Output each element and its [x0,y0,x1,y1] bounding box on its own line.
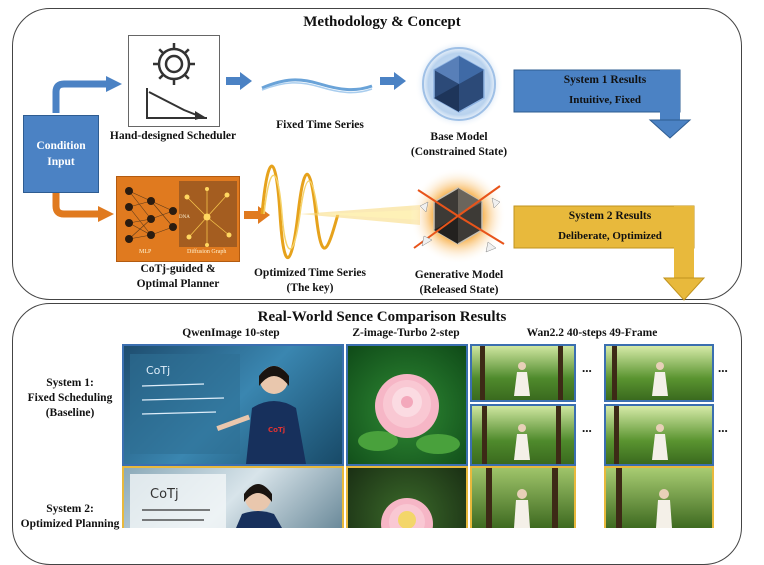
optimized-series-label: Optimized Time Series (The key) [253,267,366,294]
row1-wan-frame3 [604,344,714,402]
row1-shirt-text: CoTj [268,426,285,434]
condition-input-label: Condition Input [36,140,86,168]
row1-board-text: CoTj [146,364,170,377]
row1-ellipsis-2: ... [582,420,592,435]
system1-results-title: System 1 Results [563,74,647,86]
row2-qwenimage-photo: CoTj [122,466,344,528]
planner-inner-mlp: MLP [139,249,152,255]
arrow-to-fixed-series [226,72,252,90]
arrow-to-base-model [380,72,406,90]
condition-connectors [52,69,706,301]
col-qwenimage-header: QwenImage 10-step [182,327,280,339]
row1-ellipsis-1: ... [582,360,592,375]
base-model-crystal-icon [415,40,503,128]
system2-arrow [513,205,706,301]
row1-ellipsis-3: ... [718,360,728,375]
methodology-title: Methodology & Concept [303,14,461,30]
row-system2-label: System 2: Optimized Planning [20,503,120,530]
gear-decay-icon [146,43,207,120]
system1-arrow [513,69,692,139]
generative-model-burst-icon [410,168,506,264]
row1-ellipsis-4: ... [718,420,728,435]
row2-board-text: CoTj [150,487,179,502]
system2-results-title: System 2 Results [568,210,652,222]
fixed-series-wave [261,78,373,92]
row2-wan-frame2 [604,466,714,528]
peony-icon [358,374,460,454]
base-model-label: Base Model (Constrained State) [410,131,508,158]
scheduler-box [128,35,220,127]
optimized-series-wave [260,164,420,259]
gen-model-label: Generative Model (Released State) [414,269,504,296]
row1-zimage-photo [346,344,468,466]
planner-label: CoTj-guided & Optimal Planner [136,263,220,290]
row1-wan-frame4 [604,404,714,466]
planner-box: MLP Diffusion Graph DNA [116,176,240,262]
row1-wan-frame1 [470,344,576,402]
col-zimage-header: Z-image-Turbo 2-step [352,327,460,339]
planner-inner-dna: DNA [179,215,190,220]
condition-input-box: Condition Input [23,115,99,193]
arrow-to-scheduler [106,76,122,92]
scheduler-label: Hand-designed Scheduler [109,130,237,142]
neural-network-icon [125,181,237,247]
row1-wan-frame2 [470,404,576,466]
row2-wan-frame1 [470,466,576,528]
system1-results-sub: Intuitive, Fixed [568,94,642,106]
system2-results-sub: Deliberate, Optimized [558,230,662,242]
arrow-to-optimized-series [244,206,270,224]
comparison-title: Real-World Sence Comparison Results [257,309,507,325]
row-system1-label: System 1: Fixed Scheduling (Baseline) [27,377,113,419]
planner-inner-diffusion: Diffusion Graph [187,249,227,255]
row1-qwenimage-photo: CoTj CoTj [122,344,344,466]
col-wan-header: Wan2.2 40-steps 49-Frame [526,327,658,339]
peony-icon-2 [381,498,433,528]
arrow-to-planner [98,206,114,222]
fixed-series-label: Fixed Time Series [276,119,364,131]
row2-zimage-photo [346,466,468,528]
